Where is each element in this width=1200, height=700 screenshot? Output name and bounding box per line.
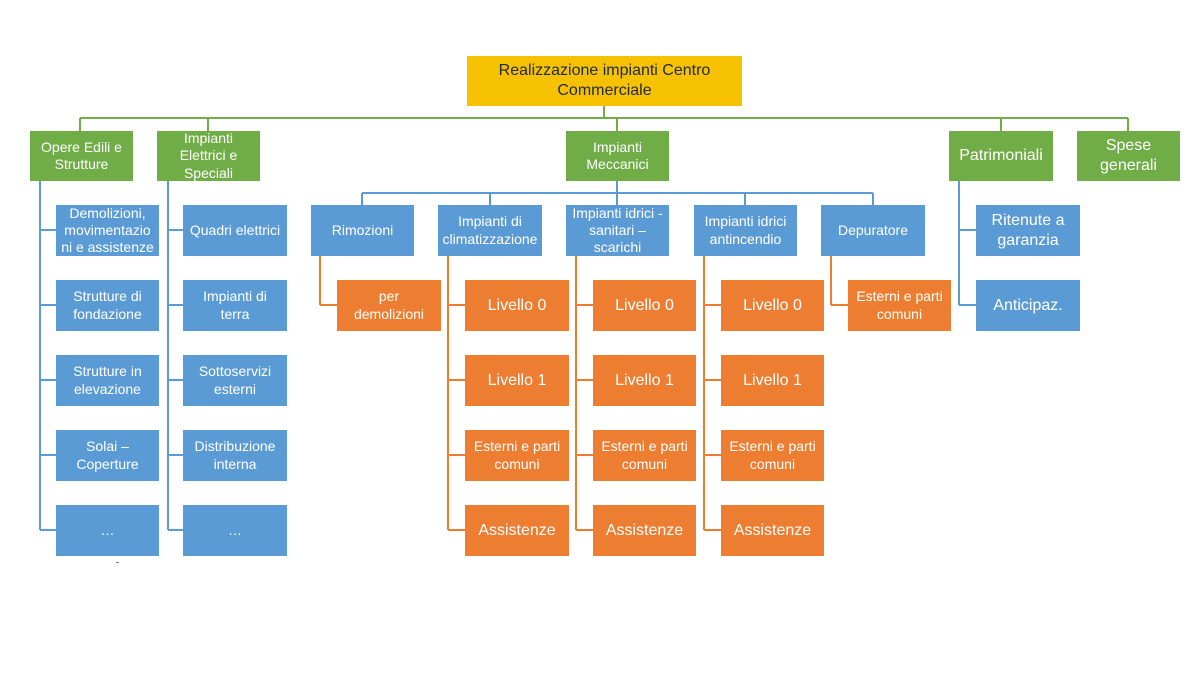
leaf-label: Livello 0 xyxy=(743,296,802,314)
leaf-label: Esterni e parti comuni xyxy=(856,288,943,322)
item-label: Strutture in elevazione xyxy=(73,363,142,397)
sub-climatizzazione: Impianti di climatizzazione xyxy=(438,205,542,256)
item-distribuzione: Distribuzione interna xyxy=(183,430,287,481)
item-quadri-elettrici: Quadri elettrici xyxy=(183,205,287,256)
leaf-assistenze: Assistenze xyxy=(465,505,569,556)
item-label: … xyxy=(100,521,115,538)
item-label: Impianti di terra xyxy=(203,288,267,322)
item-solai-coperture: Solai – Coperture xyxy=(56,430,159,481)
item-label: Strutture di fondazione xyxy=(73,288,142,322)
item-ellipsis: … xyxy=(56,505,159,556)
sub-label: Impianti di climatizzazione xyxy=(442,213,538,247)
leaf-label: Livello 0 xyxy=(487,296,547,314)
sub-label: Impianti idrici - sanitari – scarichi xyxy=(572,205,663,256)
leaf-livello-0: Livello 0 xyxy=(721,280,824,331)
item-strutture-elevazione: Strutture in elevazione xyxy=(56,355,159,406)
leaf-esterni-parti-comuni: Esterni e parti comuni xyxy=(593,430,696,481)
item-strutture-fondazione: Strutture di fondazione xyxy=(56,280,159,331)
sub-idrici-sanitari: Impianti idrici - sanitari – scarichi xyxy=(566,205,669,256)
root-label: Realizzazione impianti Centro Commercial… xyxy=(498,62,711,99)
leaf-livello-1: Livello 1 xyxy=(593,355,696,406)
sub-depuratore: Depuratore xyxy=(821,205,925,256)
level1-connectors xyxy=(79,106,1129,131)
leaf-label: per demolizioni xyxy=(353,288,425,322)
leaf-label: Assistenze xyxy=(605,521,684,539)
leaf-assistenze: Assistenze xyxy=(721,505,824,556)
level2-connectors xyxy=(39,181,976,531)
leaf-assistenze: Assistenze xyxy=(593,505,696,556)
item-label: Anticipaz. xyxy=(993,296,1063,314)
sub-label: Depuratore xyxy=(837,221,909,238)
category-label: Impianti Elettrici e Speciali xyxy=(179,131,238,181)
leaf-livello-1: Livello 1 xyxy=(721,355,824,406)
item-impianti-terra: Impianti di terra xyxy=(183,280,287,331)
leaf-per-demolizioni: per demolizioni xyxy=(337,280,441,331)
category-impianti-meccanici: Impianti Meccanici xyxy=(566,131,669,181)
item-demolizioni: Demolizioni, movimentazio ni e assistenz… xyxy=(56,205,159,256)
level3-connectors xyxy=(319,256,848,531)
category-impianti-elettrici: Impianti Elettrici e Speciali xyxy=(157,131,260,181)
leaf-esterni-parti-comuni: Esterni e parti comuni xyxy=(465,430,569,481)
item-label: Ritenute a garanzia xyxy=(991,211,1065,249)
item-label: … xyxy=(228,521,242,538)
leaf-livello-1: Livello 1 xyxy=(465,355,569,406)
leaf-livello-0: Livello 0 xyxy=(593,280,696,331)
leaf-esterni-parti-comuni: Esterni e parti comuni xyxy=(721,430,824,481)
leaf-livello-0: Livello 0 xyxy=(465,280,569,331)
leaf-label: Livello 0 xyxy=(615,296,674,314)
leaf-label: Esterni e parti comuni xyxy=(729,438,816,472)
leaf-label: Livello 1 xyxy=(615,371,674,389)
leaf-label: Livello 1 xyxy=(487,371,547,389)
stray-mark xyxy=(116,562,119,563)
category-label: Spese generali xyxy=(1100,137,1157,174)
leaf-label: Livello 1 xyxy=(743,371,802,389)
category-opere-edili: Opere Edili e Strutture xyxy=(30,131,133,181)
category-label: Impianti Meccanici xyxy=(586,138,649,172)
item-sottoservizi: Sottoservizi esterni xyxy=(183,355,287,406)
leaf-esterni-parti-comuni: Esterni e parti comuni xyxy=(848,280,951,331)
sub-label: Impianti idrici antincendio xyxy=(704,213,787,247)
category-label: Opere Edili e Strutture xyxy=(41,138,122,172)
item-label: Quadri elettrici xyxy=(189,221,281,238)
item-label: Solai – Coperture xyxy=(76,438,139,472)
sub-rimozioni: Rimozioni xyxy=(311,205,414,256)
leaf-label: Esterni e parti comuni xyxy=(601,438,688,472)
item-label: Demolizioni, movimentazio ni e assistenz… xyxy=(61,205,154,256)
item-ritenute-garanzia: Ritenute a garanzia xyxy=(976,205,1080,256)
leaf-label: Assistenze xyxy=(478,521,556,539)
leaf-label: Assistenze xyxy=(733,521,812,539)
item-label: Distribuzione interna xyxy=(194,438,276,472)
category-label: Patrimoniali xyxy=(959,147,1043,165)
item-ellipsis: … xyxy=(183,505,287,556)
category-spese-generali: Spese generali xyxy=(1077,131,1180,181)
item-label: Sottoservizi esterni xyxy=(198,363,272,397)
item-anticipaz: Anticipaz. xyxy=(976,280,1080,331)
leaf-label: Esterni e parti comuni xyxy=(473,438,561,472)
category-patrimoniali: Patrimoniali xyxy=(949,131,1053,181)
root-node: Realizzazione impianti Centro Commercial… xyxy=(467,56,742,106)
sub-idrici-antincendio: Impianti idrici antincendio xyxy=(694,205,797,256)
sub-label: Rimozioni xyxy=(331,221,394,238)
